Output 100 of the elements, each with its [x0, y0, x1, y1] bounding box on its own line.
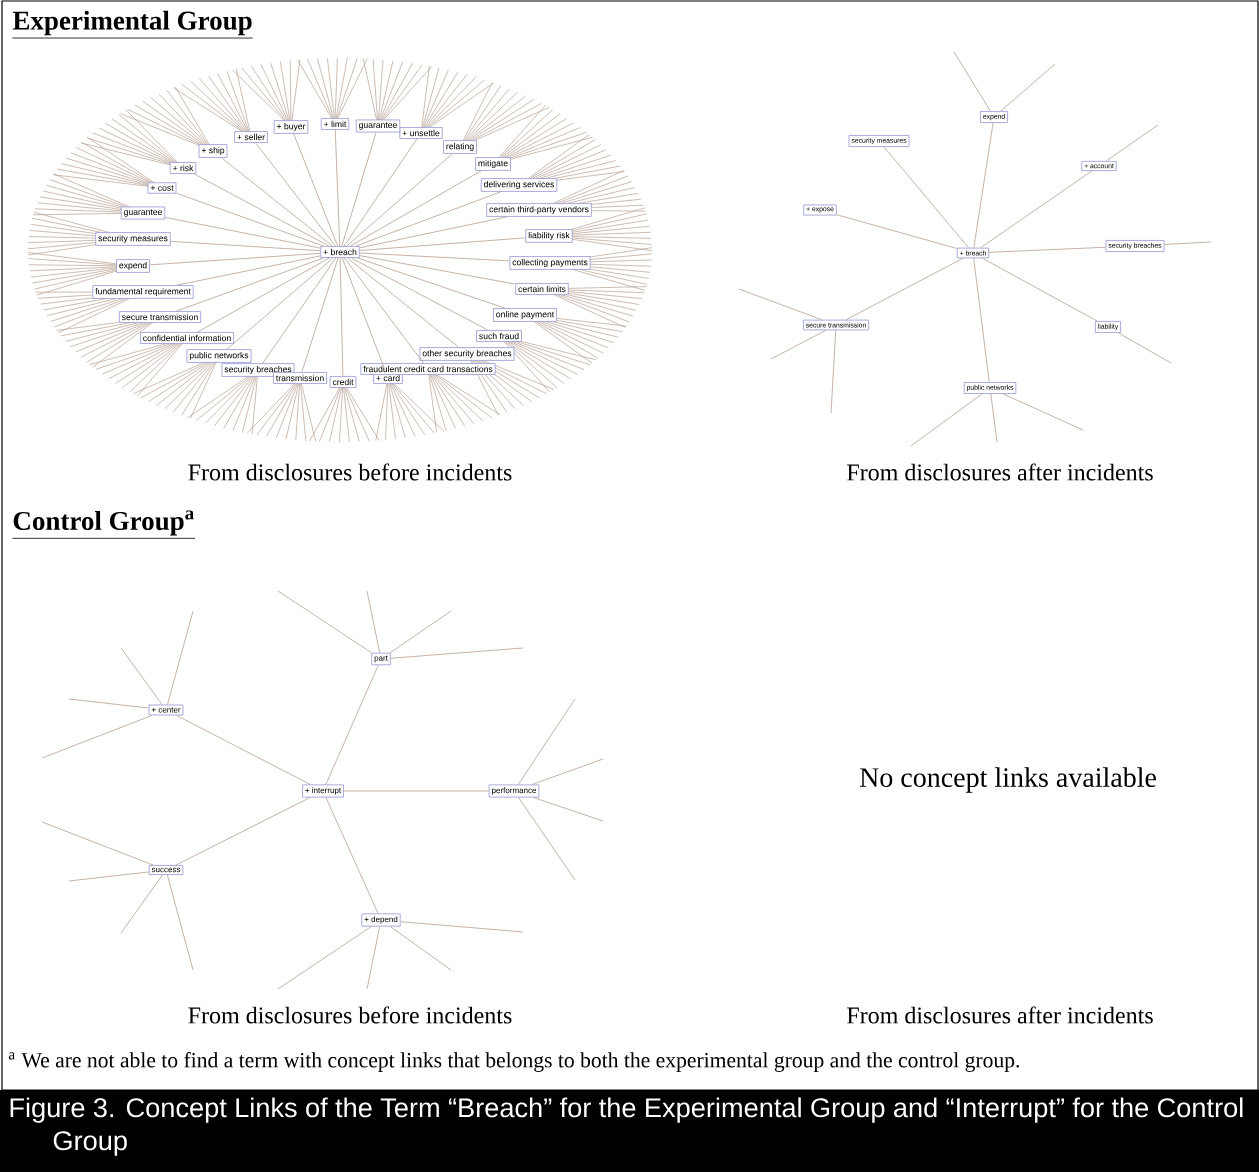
link-line	[149, 252, 321, 266]
link-line	[845, 257, 964, 321]
link-line	[68, 871, 150, 882]
link-line	[41, 821, 154, 866]
link-line	[830, 329, 837, 414]
link-line	[400, 921, 524, 933]
panel-label: From disclosures after incidents	[847, 1006, 1153, 1024]
concept-box: security measures	[95, 232, 171, 246]
link-line	[359, 255, 516, 285]
link-line	[334, 129, 341, 247]
link-line	[738, 288, 822, 321]
link-line	[770, 329, 827, 360]
concept-box: certain limits	[515, 283, 569, 295]
link-line	[255, 142, 336, 247]
link-line	[176, 715, 311, 785]
link-line	[973, 257, 990, 383]
link-line	[390, 647, 524, 659]
link-line	[339, 257, 344, 377]
concept-box: collecting payments	[509, 256, 591, 270]
link-line	[197, 257, 330, 333]
link-line	[193, 173, 330, 247]
concept-box: part	[371, 652, 391, 666]
link-line	[226, 257, 334, 350]
concept-box: + risk	[169, 162, 197, 174]
link-line	[176, 255, 321, 286]
link-line	[366, 590, 381, 654]
link-line	[277, 926, 372, 990]
link-line	[518, 797, 576, 881]
link-line	[347, 257, 459, 348]
concept-box: expend	[116, 259, 150, 273]
link-line	[980, 170, 1093, 249]
link-line	[359, 237, 526, 251]
concept-box: credit	[329, 376, 357, 388]
concept-box: delivering services	[480, 178, 558, 192]
note-text: No concept links available	[859, 767, 1156, 793]
link-line	[176, 192, 324, 247]
concept-box: guarantee	[120, 206, 166, 220]
link-line	[533, 797, 604, 822]
link-line	[883, 146, 969, 249]
concept-box: mitigate	[475, 157, 511, 171]
link-line	[359, 252, 510, 262]
link-line	[350, 170, 482, 247]
link-line	[167, 610, 194, 705]
link-line	[366, 926, 381, 990]
link-line	[1002, 393, 1084, 431]
link-line	[325, 664, 379, 785]
link-line	[175, 797, 311, 866]
link-line	[293, 133, 339, 247]
concept-box: + interrupt	[302, 784, 344, 798]
concept-box: + unsettle	[399, 127, 443, 139]
link-line	[953, 51, 991, 112]
link-line	[343, 138, 418, 247]
panel-label: From disclosures before incidents	[188, 1006, 512, 1024]
link-line	[990, 393, 998, 443]
link-line	[170, 240, 321, 252]
concept-box: + seller	[234, 131, 268, 143]
concept-box: + ship	[198, 144, 228, 158]
link-line	[221, 157, 333, 247]
link-line	[1105, 124, 1159, 162]
concept-box: public networks	[186, 349, 252, 363]
link-line	[346, 153, 453, 247]
section-heading: Control Group$^{a}$	[12, 510, 196, 539]
link-line	[389, 926, 452, 971]
link-line	[517, 698, 576, 785]
link-line	[355, 191, 502, 247]
concept-box: + center	[148, 704, 184, 716]
concept-box: success	[148, 864, 184, 876]
link-line	[164, 217, 321, 249]
concept-box: relating	[443, 140, 477, 154]
concept-box: guarantee	[355, 119, 401, 133]
concept-box: + buyer	[273, 120, 309, 134]
concept-box: fundamental requirement	[92, 285, 194, 299]
link-line	[359, 216, 507, 249]
link-line	[988, 246, 1106, 253]
link-line	[343, 790, 490, 792]
concept-box: confidential information	[139, 332, 235, 344]
link-line	[41, 715, 153, 759]
link-line	[1118, 332, 1172, 364]
caption-bar: Figure 3. Concept Links of the Term “Breach” for the Experimental Group and “Interrupt” for the Control Group	[0, 1090, 1259, 1172]
panel-label: From disclosures after incidents	[847, 463, 1153, 481]
link-line	[341, 257, 387, 373]
link-line	[910, 393, 983, 447]
link-line	[531, 758, 604, 785]
link-line	[357, 257, 506, 309]
panel-label: From disclosures before incidents	[188, 463, 512, 481]
concept-box: secure transmission	[118, 311, 202, 323]
link-line	[973, 122, 994, 249]
link-line	[982, 257, 1098, 322]
link-line	[120, 874, 163, 934]
concept-box: liability risk	[525, 229, 573, 243]
concept-box: other security breaches	[419, 347, 515, 361]
link-line	[325, 797, 379, 914]
link-line	[68, 698, 149, 709]
concept-box: + depend	[361, 913, 401, 927]
link-line	[1000, 63, 1056, 112]
link-line	[301, 257, 339, 373]
concept-box: such fraud	[476, 330, 522, 342]
concept-box: certain third-party vendors	[486, 203, 592, 217]
link-line	[389, 610, 452, 654]
link-line	[176, 257, 324, 312]
